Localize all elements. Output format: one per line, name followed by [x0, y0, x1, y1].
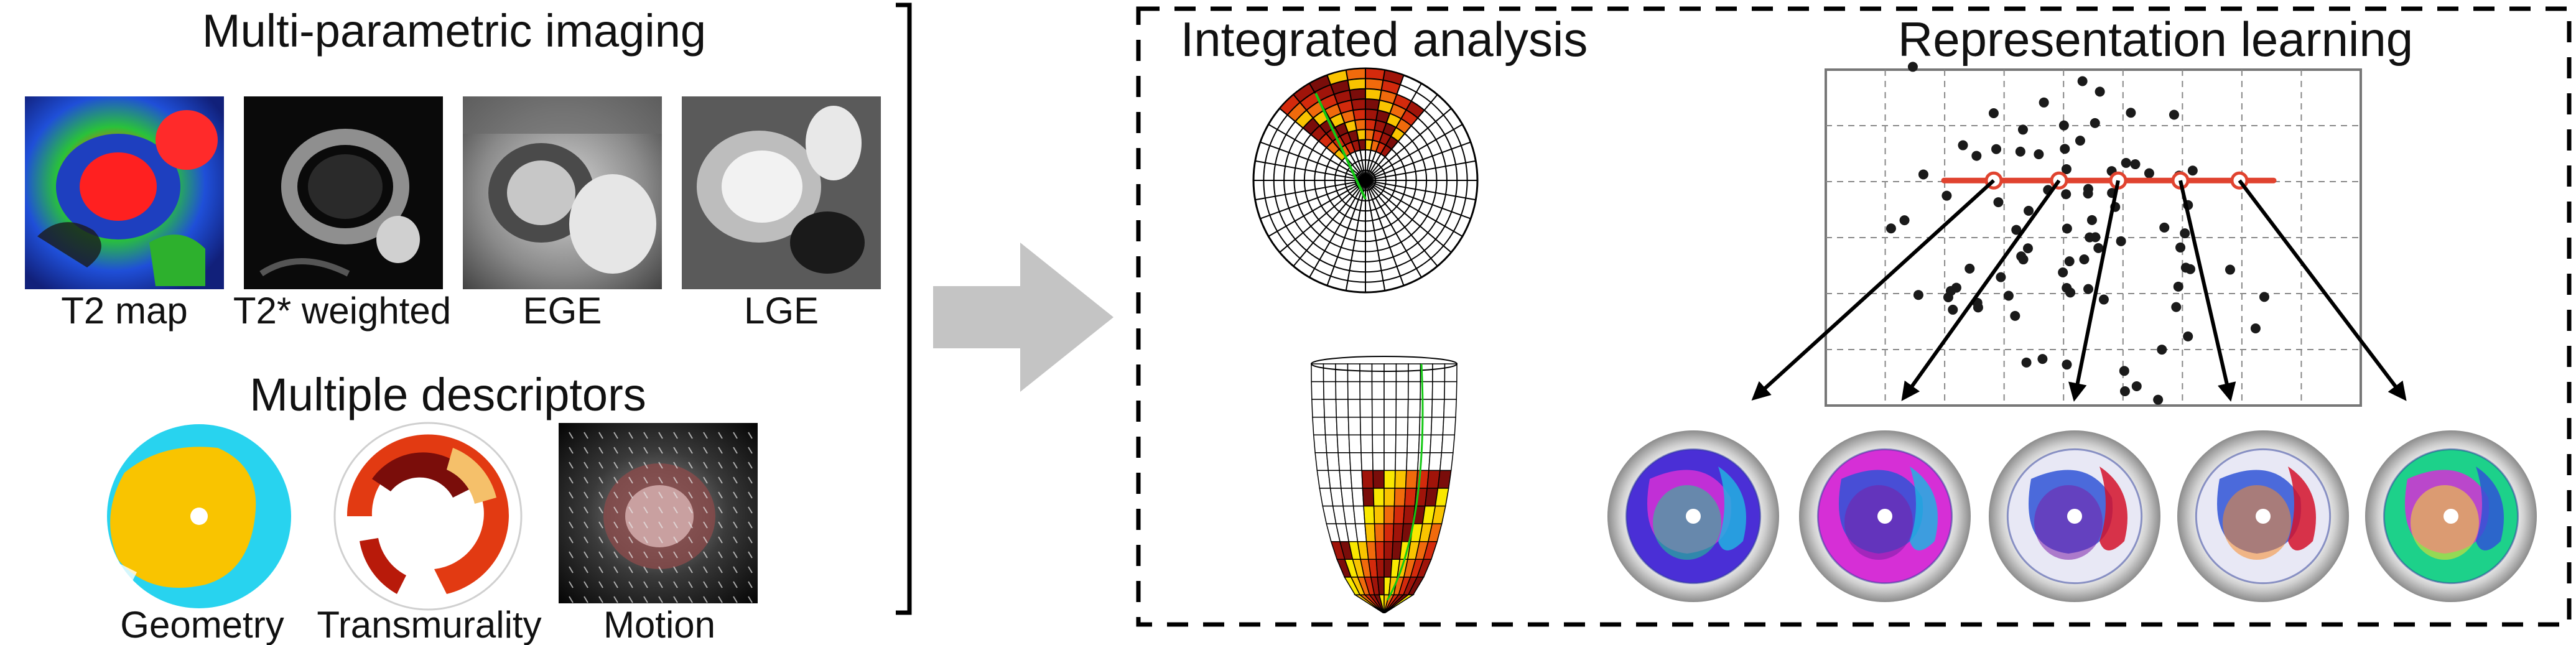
- t2star-label: T2* weighted: [233, 290, 451, 332]
- lge-label: LGE: [744, 290, 819, 332]
- motion-descriptor: [559, 423, 758, 603]
- bullseye-polar-plot: [1252, 67, 1479, 294]
- heart-mesh-3d: [1311, 356, 1458, 613]
- integrated-analysis-title: Integrated analysis: [1181, 12, 1588, 67]
- reconstruction-row: [1607, 430, 2537, 602]
- geometry-descriptor: [107, 424, 291, 608]
- imaging-title: Multi-parametric imaging: [202, 5, 706, 57]
- ege-image: [463, 96, 662, 289]
- lge-image: [682, 96, 881, 289]
- descriptors-title: Multiple descriptors: [249, 369, 646, 420]
- ege-label: EGE: [523, 290, 602, 332]
- transmurality-descriptor: [333, 422, 523, 611]
- t2-map-image: [25, 96, 224, 289]
- t2-map-label: T2 map: [61, 290, 187, 332]
- grouping-bracket: [896, 2, 912, 615]
- representation-learning-title: Representation learning: [1898, 12, 2413, 67]
- motion-label: Motion: [603, 604, 715, 645]
- geometry-label: Geometry: [120, 604, 284, 645]
- analysis-box: [1136, 6, 2572, 627]
- t2star-weighted-image: [244, 96, 443, 289]
- latent-space-scatter: [1751, 62, 2407, 407]
- transmurality-label: Transmurality: [317, 604, 541, 645]
- flow-arrow: [933, 243, 1114, 392]
